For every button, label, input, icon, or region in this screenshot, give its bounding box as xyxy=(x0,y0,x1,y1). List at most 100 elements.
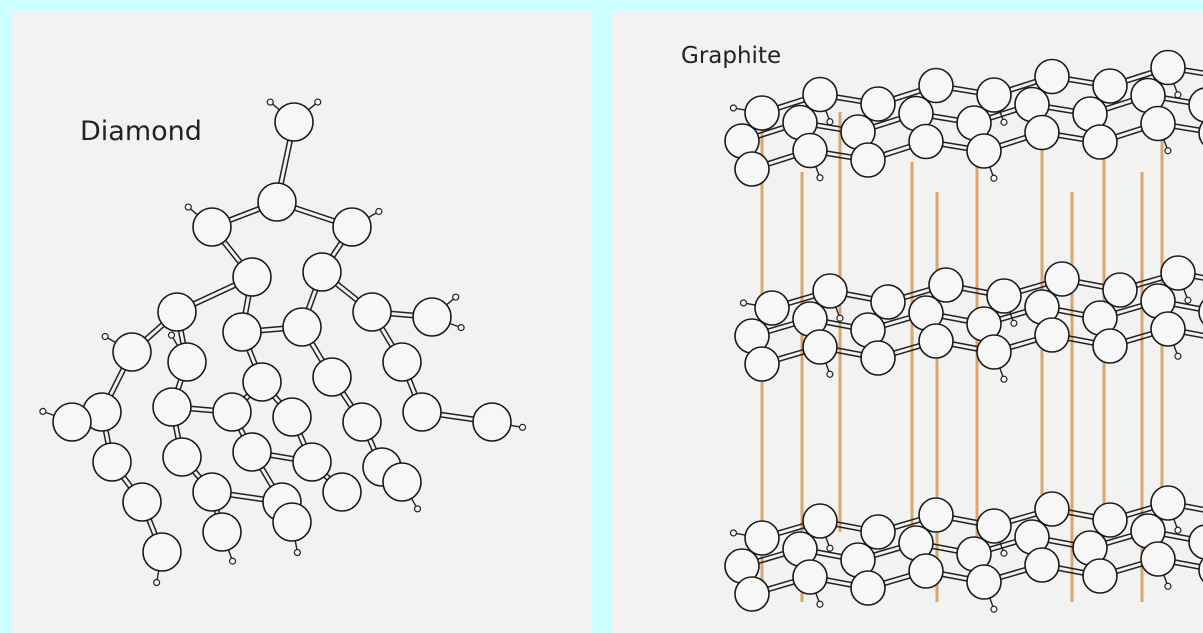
carbon-atom xyxy=(312,357,352,397)
graphite-layer-top-bond xyxy=(778,101,805,111)
diamond-bond xyxy=(313,341,325,360)
graphite-layer-top-bond-stub-end xyxy=(990,174,998,182)
graphite-layer-top-bond xyxy=(884,148,911,158)
graphite-layer-middle-bond xyxy=(777,348,804,358)
carbon-atom xyxy=(1160,255,1196,291)
diamond-bond-stub-end xyxy=(229,557,237,565)
carbon-atom xyxy=(812,273,848,309)
carbon-atom xyxy=(167,342,207,382)
graphite-layer-middle-bond xyxy=(1135,274,1162,284)
carbon-atom xyxy=(402,392,442,432)
carbon-atom xyxy=(412,297,452,337)
diamond-bond xyxy=(102,430,107,444)
diamond-bond-stub-end xyxy=(167,331,176,339)
graphite-layer-middle-bond-stub-end xyxy=(1010,319,1018,327)
graphite-layer-bottom-bond xyxy=(826,577,852,584)
graphite-layer-bottom-bond xyxy=(826,581,852,588)
graphite-label: Graphite xyxy=(681,43,782,69)
carbon-atom xyxy=(754,290,790,326)
graphite-layer-bottom-bond xyxy=(1106,537,1133,547)
diamond-bond xyxy=(337,281,360,299)
graphite-layer-middle-bond xyxy=(904,291,931,301)
carbon-atom xyxy=(850,142,886,178)
graphite-layer-middle-bond xyxy=(942,313,968,320)
carbon-atom xyxy=(986,278,1022,314)
graphite-layer-top-bond xyxy=(1048,108,1073,115)
carbon-atom xyxy=(1024,547,1060,583)
carbon-atom xyxy=(382,462,422,502)
diamond-bond xyxy=(107,430,112,444)
graphite-layer-top-bond-stub-end xyxy=(1174,91,1182,99)
carbon-atom xyxy=(192,472,232,512)
carbon-atom xyxy=(112,332,152,372)
carbon-atom xyxy=(1092,68,1128,104)
diamond-bond xyxy=(391,310,414,314)
diamond-bond xyxy=(228,206,259,219)
graphite-layer-middle-bond xyxy=(768,325,795,335)
graphite-layer-middle-bond xyxy=(1019,280,1046,290)
graphite-layer-top-bond xyxy=(883,143,910,154)
carbon-atom xyxy=(382,342,422,382)
diamond-bond xyxy=(182,330,187,344)
carbon-atom xyxy=(850,570,886,606)
graphite-layer-bottom-bond xyxy=(768,583,795,593)
carbon-atom xyxy=(1198,299,1203,325)
graphite-panel: Graphite xyxy=(612,12,1203,633)
diamond-lattice xyxy=(39,98,527,587)
graphite-layer-middle-bond xyxy=(1009,336,1036,346)
graphite-layer-top-bond xyxy=(836,98,861,105)
carbon-atom xyxy=(802,329,838,365)
graphite-lattice xyxy=(724,49,1203,613)
graphite-layer-bottom-bond xyxy=(836,521,862,528)
graphite-layer-top-bond-stub-end xyxy=(826,118,834,126)
graphite-layer-middle-bond xyxy=(846,295,872,302)
graphite-layer-top-bond-stub-end xyxy=(1164,147,1172,155)
graphite-layer-bottom-bond xyxy=(1105,532,1132,542)
diamond-bond xyxy=(383,326,395,345)
graphite-layer-bottom-bond xyxy=(1174,559,1200,566)
graphite-layer-bottom-bond xyxy=(952,519,978,526)
diamond-bond xyxy=(147,325,165,342)
graphite-layer-top-bond xyxy=(1125,69,1152,80)
graphite-layer-middle-bond xyxy=(1174,301,1200,308)
graphite-layer-middle-bond xyxy=(1020,285,1047,295)
graphite-layer-bottom-bond-stub-end xyxy=(826,544,834,552)
carbon-atom xyxy=(212,392,252,432)
carbon-atom xyxy=(908,553,944,589)
diamond-bond xyxy=(260,325,283,329)
carbon-atom xyxy=(802,76,838,113)
diamond-bond xyxy=(192,472,199,480)
diamond-bond-stub-end xyxy=(452,293,460,301)
graphite-layer-bottom-bond-stub-end xyxy=(1000,549,1008,557)
diamond-bond-stub-end xyxy=(293,548,301,557)
carbon-atom xyxy=(1082,124,1118,160)
graphite-layer-bottom-bond xyxy=(1009,510,1036,520)
diamond-bond-stub-end xyxy=(413,505,422,513)
carbon-atom xyxy=(152,387,192,427)
graphite-layer-bottom-bond-stub-end xyxy=(1164,582,1172,590)
graphite-layer-bottom-bond xyxy=(874,549,901,559)
graphite-layer-top-bond xyxy=(827,150,852,156)
graphite-layer-middle-bond xyxy=(767,320,794,330)
graphite-layer-top-bond xyxy=(1058,136,1083,143)
graphite-layer-top-bond xyxy=(1068,80,1093,87)
graphite-layer-bottom-bond xyxy=(1058,569,1084,576)
diamond-bond xyxy=(177,330,182,344)
graphite-layer-middle-bond xyxy=(1000,313,1027,323)
graphite-layer-bottom-bond xyxy=(1164,535,1190,542)
graphite-layer-bottom-bond xyxy=(1058,565,1084,572)
carbon-atom xyxy=(976,508,1012,544)
diamond-bond xyxy=(225,239,243,262)
graphite-layer-middle-bond-stub-end xyxy=(1174,352,1182,360)
graphite-layer-middle-bond xyxy=(1194,277,1203,281)
carbon-atom xyxy=(1150,49,1186,86)
graphite-layer-bottom-bond-stub-end xyxy=(1174,526,1182,534)
graphite-layer-middle-bond-stub-end xyxy=(1184,296,1192,304)
diamond-bond xyxy=(305,288,315,309)
carbon-atom xyxy=(352,292,392,332)
diamond-bond-stub-end xyxy=(153,578,161,587)
graphite-layer-top-bond xyxy=(933,113,958,119)
diamond-bond xyxy=(177,425,182,439)
graphite-layer-top-bond xyxy=(1009,78,1036,89)
diamond-bond xyxy=(246,350,254,366)
